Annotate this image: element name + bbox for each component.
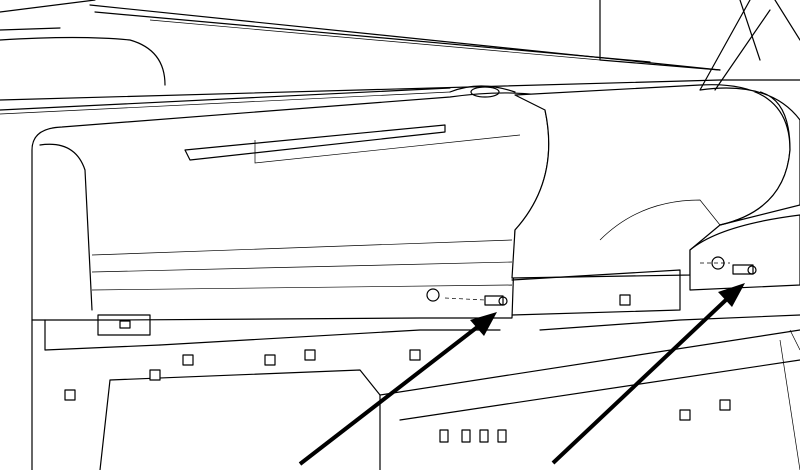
middle-cover <box>511 0 800 316</box>
lower-assembly <box>31 294 800 470</box>
left-screw <box>426 288 508 306</box>
top-frame <box>0 0 800 115</box>
main-cover <box>31 85 550 321</box>
arrow-right-screw <box>551 283 745 465</box>
right-bracket <box>689 214 800 291</box>
bolts <box>64 294 731 443</box>
arrow-left-screw <box>298 312 497 466</box>
